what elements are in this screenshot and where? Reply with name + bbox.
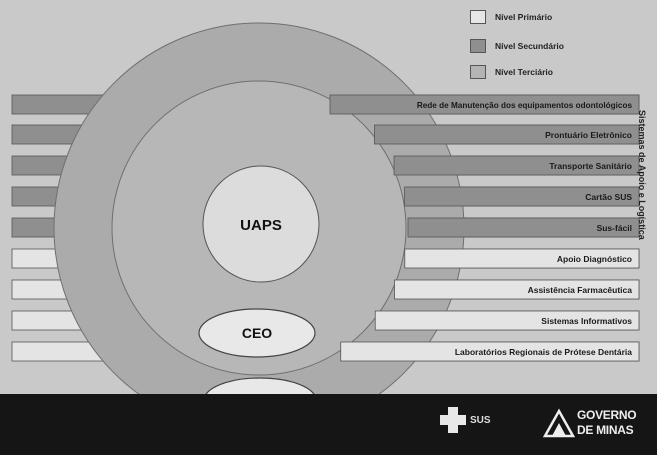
band-segment xyxy=(404,186,640,207)
band-segment xyxy=(340,341,640,362)
gov-logo-line2: DE MINAS xyxy=(577,423,634,437)
governo-minas-logo: GOVERNO DE MINAS xyxy=(543,404,649,444)
band-label: Laboratórios Regionais de Prótese Dentár… xyxy=(455,347,632,357)
legend-label: Nível Terciário xyxy=(495,67,553,77)
footer-bar xyxy=(0,394,657,455)
band-label: Transporte Sanitário xyxy=(549,161,632,171)
side-title: Sistemas de Apoio e Logística xyxy=(637,110,647,240)
mountain-icon xyxy=(543,408,575,438)
sus-logo-text: SUS xyxy=(470,414,491,426)
uaps-circle xyxy=(202,165,320,283)
legend-swatch xyxy=(470,65,486,79)
legend-item: Nível Secundário xyxy=(470,38,564,54)
legend-label: Nível Secundário xyxy=(495,41,564,51)
legend-swatch xyxy=(470,10,486,24)
band-label: Sus-fácil xyxy=(597,223,632,233)
band-label: Assistência Farmacêutica xyxy=(528,285,633,295)
band-label: Prontuário Eletrônico xyxy=(545,130,632,140)
band-label: Sistemas Informativos xyxy=(541,316,632,326)
band-label: Apoio Diagnóstico xyxy=(557,254,632,264)
band-segment xyxy=(394,279,640,300)
sus-logo: SUS xyxy=(440,407,491,433)
uaps-label: UAPS xyxy=(240,217,282,234)
legend-item: Nível Primário xyxy=(470,9,552,25)
band-segment xyxy=(374,310,640,331)
legend-label: Nível Primário xyxy=(495,12,553,22)
cross-icon xyxy=(440,407,466,433)
gov-logo-line1: GOVERNO xyxy=(577,408,637,422)
band-segment xyxy=(329,94,640,115)
ceo-label: CEO xyxy=(242,325,272,341)
band-segment xyxy=(374,124,640,145)
band-segment xyxy=(407,217,640,238)
band-label: Cartão SUS xyxy=(585,192,632,202)
legend-item: Nível Terciário xyxy=(470,64,553,80)
band-label: Rede de Manutenção dos equipamentos odon… xyxy=(417,101,633,110)
legend-swatch xyxy=(470,39,486,53)
ceo-ellipse xyxy=(198,308,316,358)
band-segment xyxy=(393,155,640,176)
band-segment xyxy=(404,248,640,269)
